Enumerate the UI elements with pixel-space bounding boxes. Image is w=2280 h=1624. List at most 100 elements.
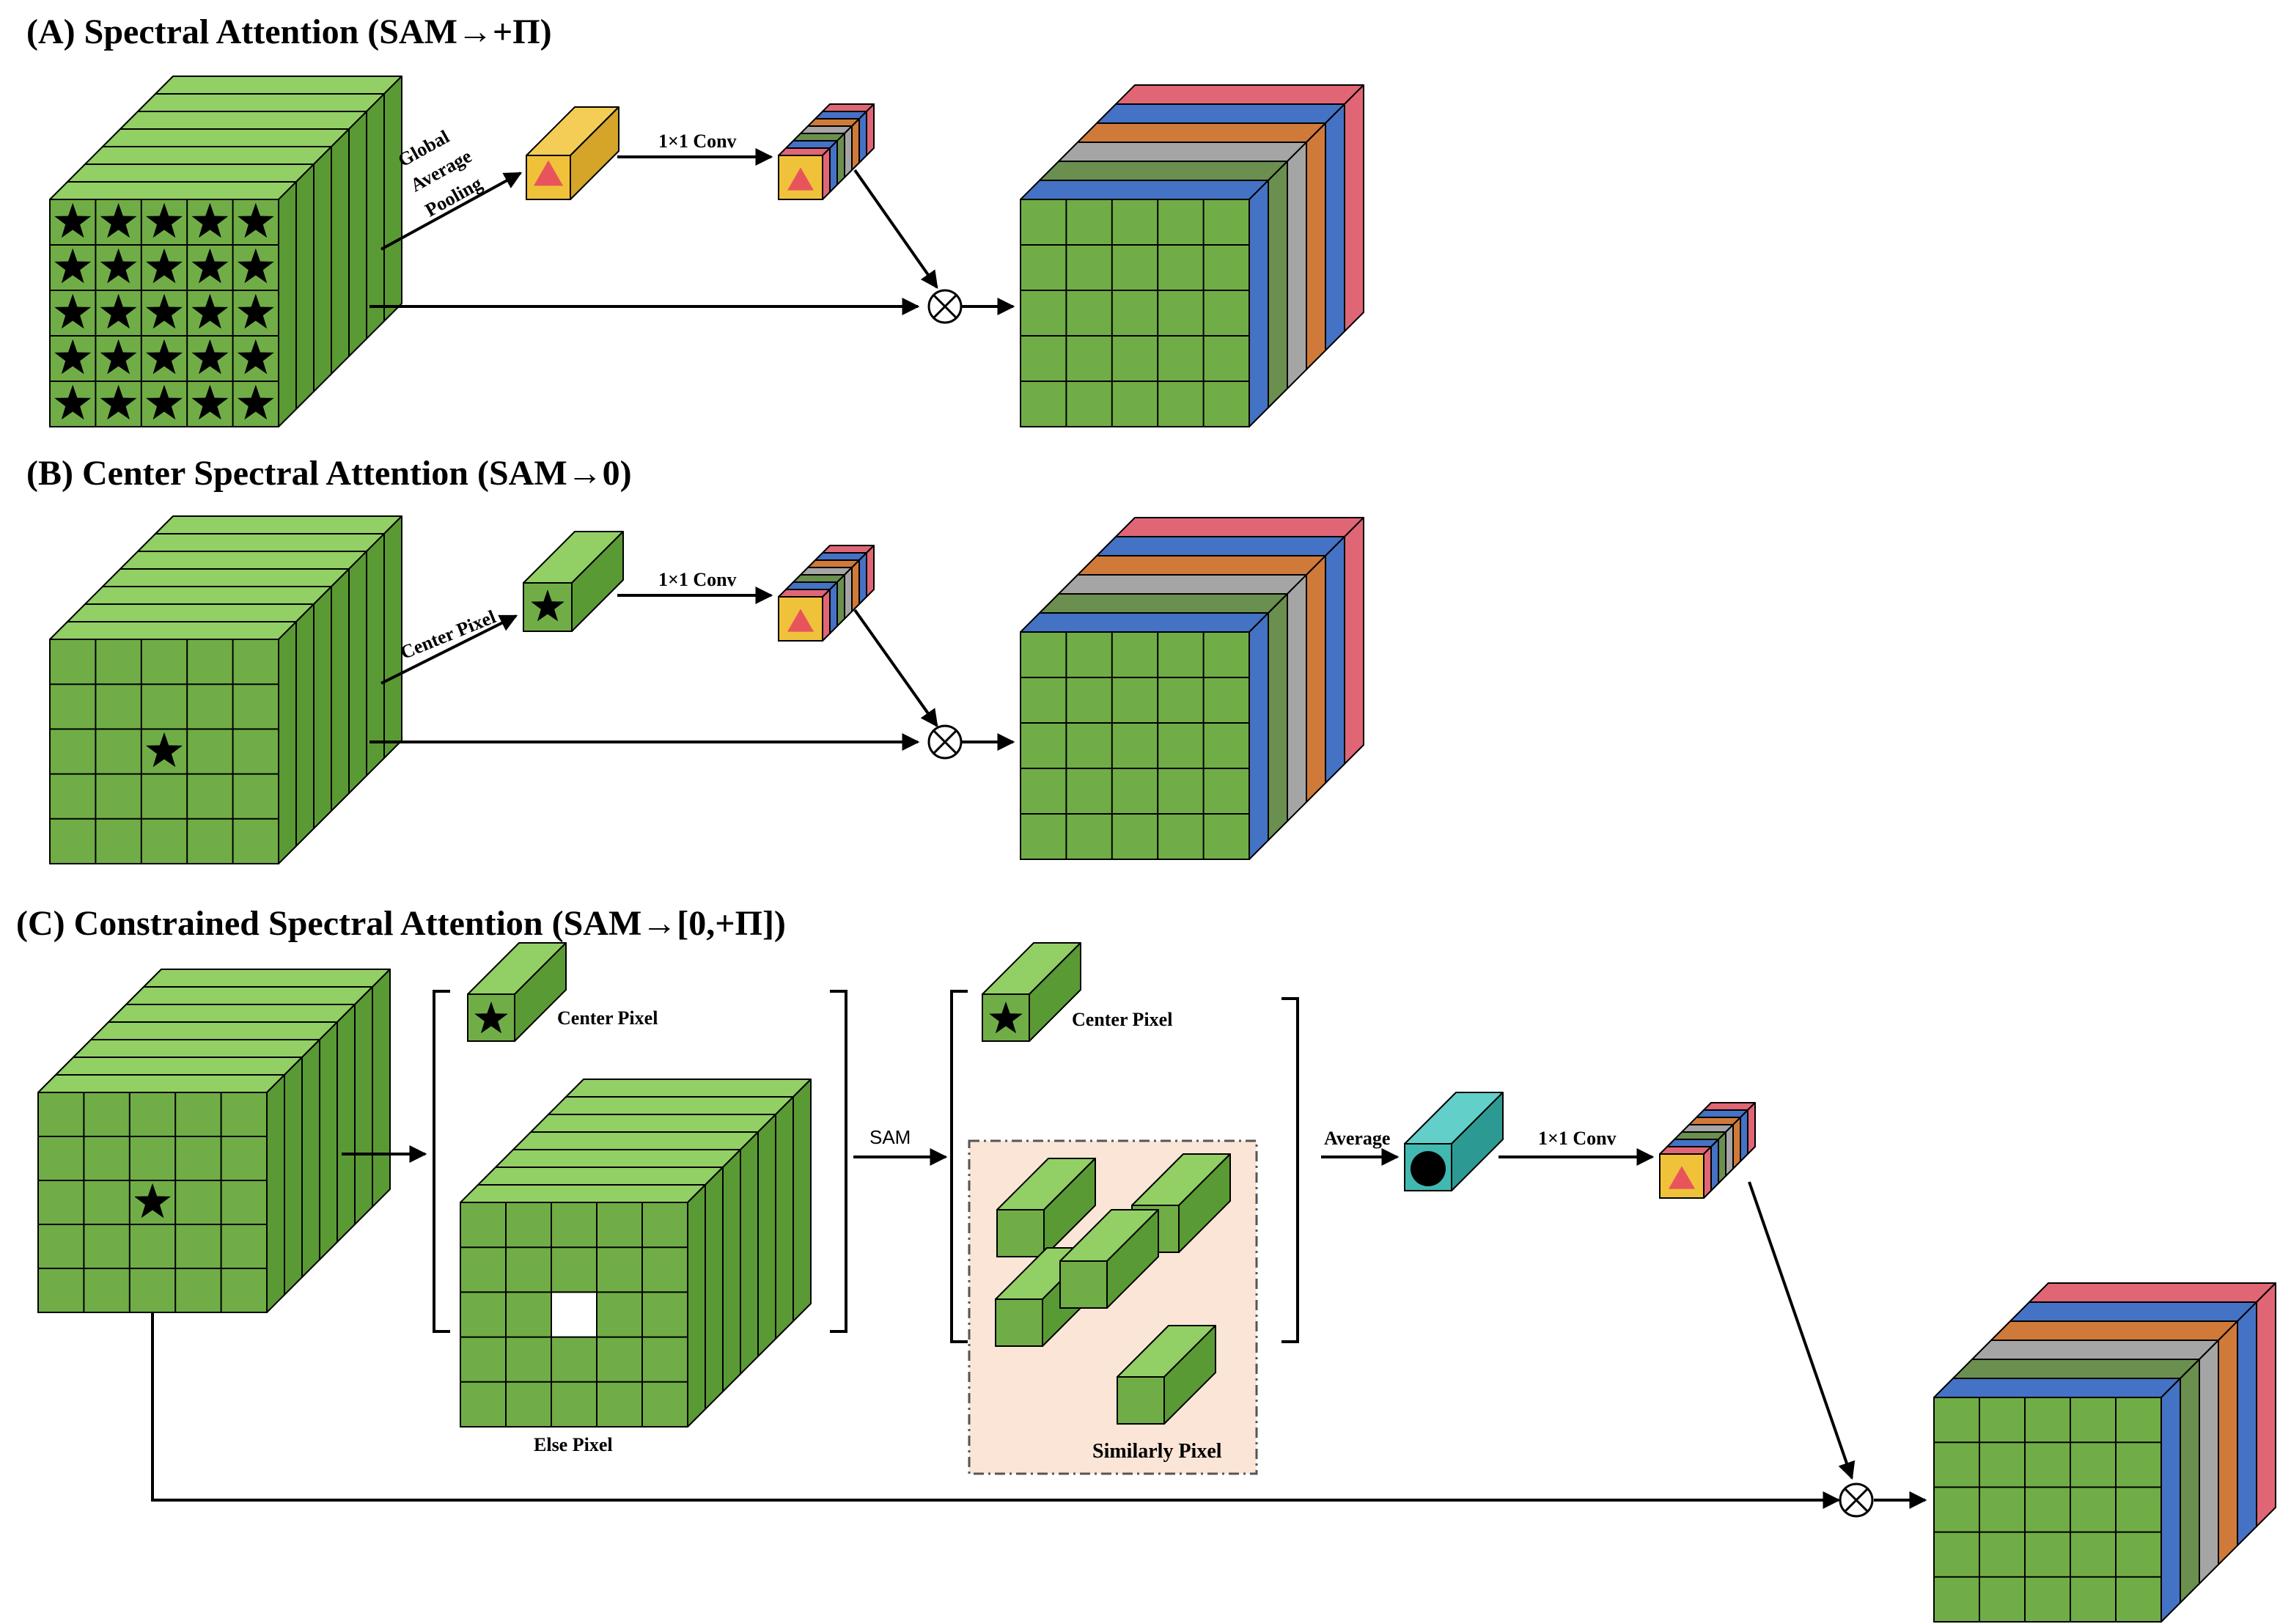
band-side: [2199, 1340, 2219, 1584]
band-side: [372, 969, 391, 1208]
band-side: [1249, 612, 1269, 860]
conv-label-b: 1×1 Conv: [658, 569, 737, 590]
multiply-icon: [927, 289, 963, 324]
output-cube-c: [1933, 1282, 2276, 1623]
bracket: [1281, 997, 1299, 1343]
weight-slice-side: [822, 147, 831, 200]
weight-slice-top: [814, 111, 867, 120]
band-side: [301, 1039, 320, 1278]
triangle-icon: [1669, 1166, 1695, 1189]
band-side: [278, 621, 297, 864]
star-icon: [237, 248, 274, 284]
band-top: [55, 1057, 303, 1076]
star-icon: [146, 384, 183, 420]
band-side: [331, 568, 350, 812]
band-top: [119, 551, 367, 570]
star-icon: [146, 293, 183, 329]
star-icon: [100, 248, 137, 284]
weight-slice-side: [851, 118, 860, 171]
band-side: [383, 515, 402, 759]
band-side: [1344, 84, 1364, 332]
band-side: [366, 533, 385, 776]
bar-front: [1059, 1260, 1108, 1309]
weight-slice-side: [822, 589, 831, 642]
star-icon: [237, 384, 274, 420]
star-icon: [146, 339, 183, 375]
triangle-icon: [787, 609, 814, 632]
band-side: [313, 146, 332, 392]
similar-vector-1: [996, 1158, 1096, 1257]
band-top: [548, 1096, 794, 1115]
weight-slice-top: [1703, 1102, 1756, 1111]
band-side: [1287, 142, 1307, 389]
black-dot-icon: [1411, 1151, 1446, 1186]
band-side: [2180, 1359, 2200, 1603]
weight-slice-side: [866, 103, 875, 156]
weight-slice-side: [1732, 1117, 1741, 1169]
band-side: [295, 163, 315, 410]
arrow-weight-b: [853, 609, 938, 727]
star-icon: [54, 293, 92, 329]
band-side: [1249, 180, 1269, 427]
weight-slice-top: [793, 133, 845, 142]
star-icon: [191, 384, 229, 420]
missing-pixel: [551, 1291, 597, 1338]
sam-label: SAM: [869, 1126, 911, 1148]
bracket: [433, 990, 450, 1333]
weight-slice-top: [822, 545, 875, 554]
conv-label-a: 1×1 Conv: [658, 131, 737, 152]
weight-slice-top: [822, 103, 875, 112]
band-top: [1020, 180, 1269, 200]
input-cube-a: [49, 76, 402, 427]
band-side: [1306, 555, 1326, 803]
arrow-center-pixel: [380, 614, 518, 685]
band-top: [1077, 122, 1326, 143]
band-top: [73, 1039, 320, 1058]
band-top: [512, 1131, 759, 1150]
band-top: [1077, 555, 1326, 576]
weight-slice-side: [844, 567, 853, 620]
band-side: [793, 1079, 812, 1322]
center-pixel-label-c2: Center Pixel: [1072, 1009, 1173, 1030]
weight-slice-side: [844, 125, 853, 178]
panel-b-title: (B) Center Spectral Attention (SAM→0): [26, 454, 632, 493]
band-side: [722, 1149, 741, 1392]
weight-slice-side: [1718, 1131, 1726, 1184]
bracket: [830, 990, 847, 1333]
band-top: [1058, 142, 1307, 162]
star-icon: [237, 339, 274, 375]
weight-slice-side: [836, 133, 845, 185]
center-pixel-label-c1: Center Pixel: [557, 1007, 658, 1029]
star-icon: [54, 384, 92, 420]
star-icon: [237, 202, 274, 238]
multiply-cross: [1844, 1488, 1869, 1513]
band-top: [119, 111, 367, 130]
band-top: [2009, 1301, 2257, 1322]
band-top: [137, 533, 385, 552]
weight-slice-top: [800, 567, 853, 576]
band-top: [1096, 103, 1345, 124]
bar-front: [1117, 1376, 1165, 1425]
skip-line-c: [151, 1312, 1825, 1502]
triangle-icon: [787, 167, 814, 191]
weight-slice-top: [1688, 1117, 1741, 1125]
star-icon: [474, 1002, 508, 1034]
multiply-icon: [1839, 1482, 1874, 1518]
band-side: [366, 93, 385, 339]
star-icon: [989, 1002, 1023, 1034]
band-side: [1306, 122, 1326, 370]
band-side: [1325, 536, 1345, 784]
band-side: [1268, 161, 1288, 408]
band-side: [740, 1131, 759, 1375]
weight-slice-side: [1747, 1102, 1756, 1155]
band-side: [337, 1004, 356, 1243]
star-icon: [100, 293, 137, 329]
band-side: [1268, 593, 1288, 841]
star-icon: [134, 1183, 171, 1219]
weight-slice-top: [793, 574, 845, 583]
else-pixel-label: Else Pixel: [534, 1434, 613, 1455]
weight-slice-top: [778, 147, 831, 156]
arrow-layer: [151, 148, 1927, 1518]
star-icon: [237, 293, 274, 329]
star-icon: [531, 589, 565, 622]
